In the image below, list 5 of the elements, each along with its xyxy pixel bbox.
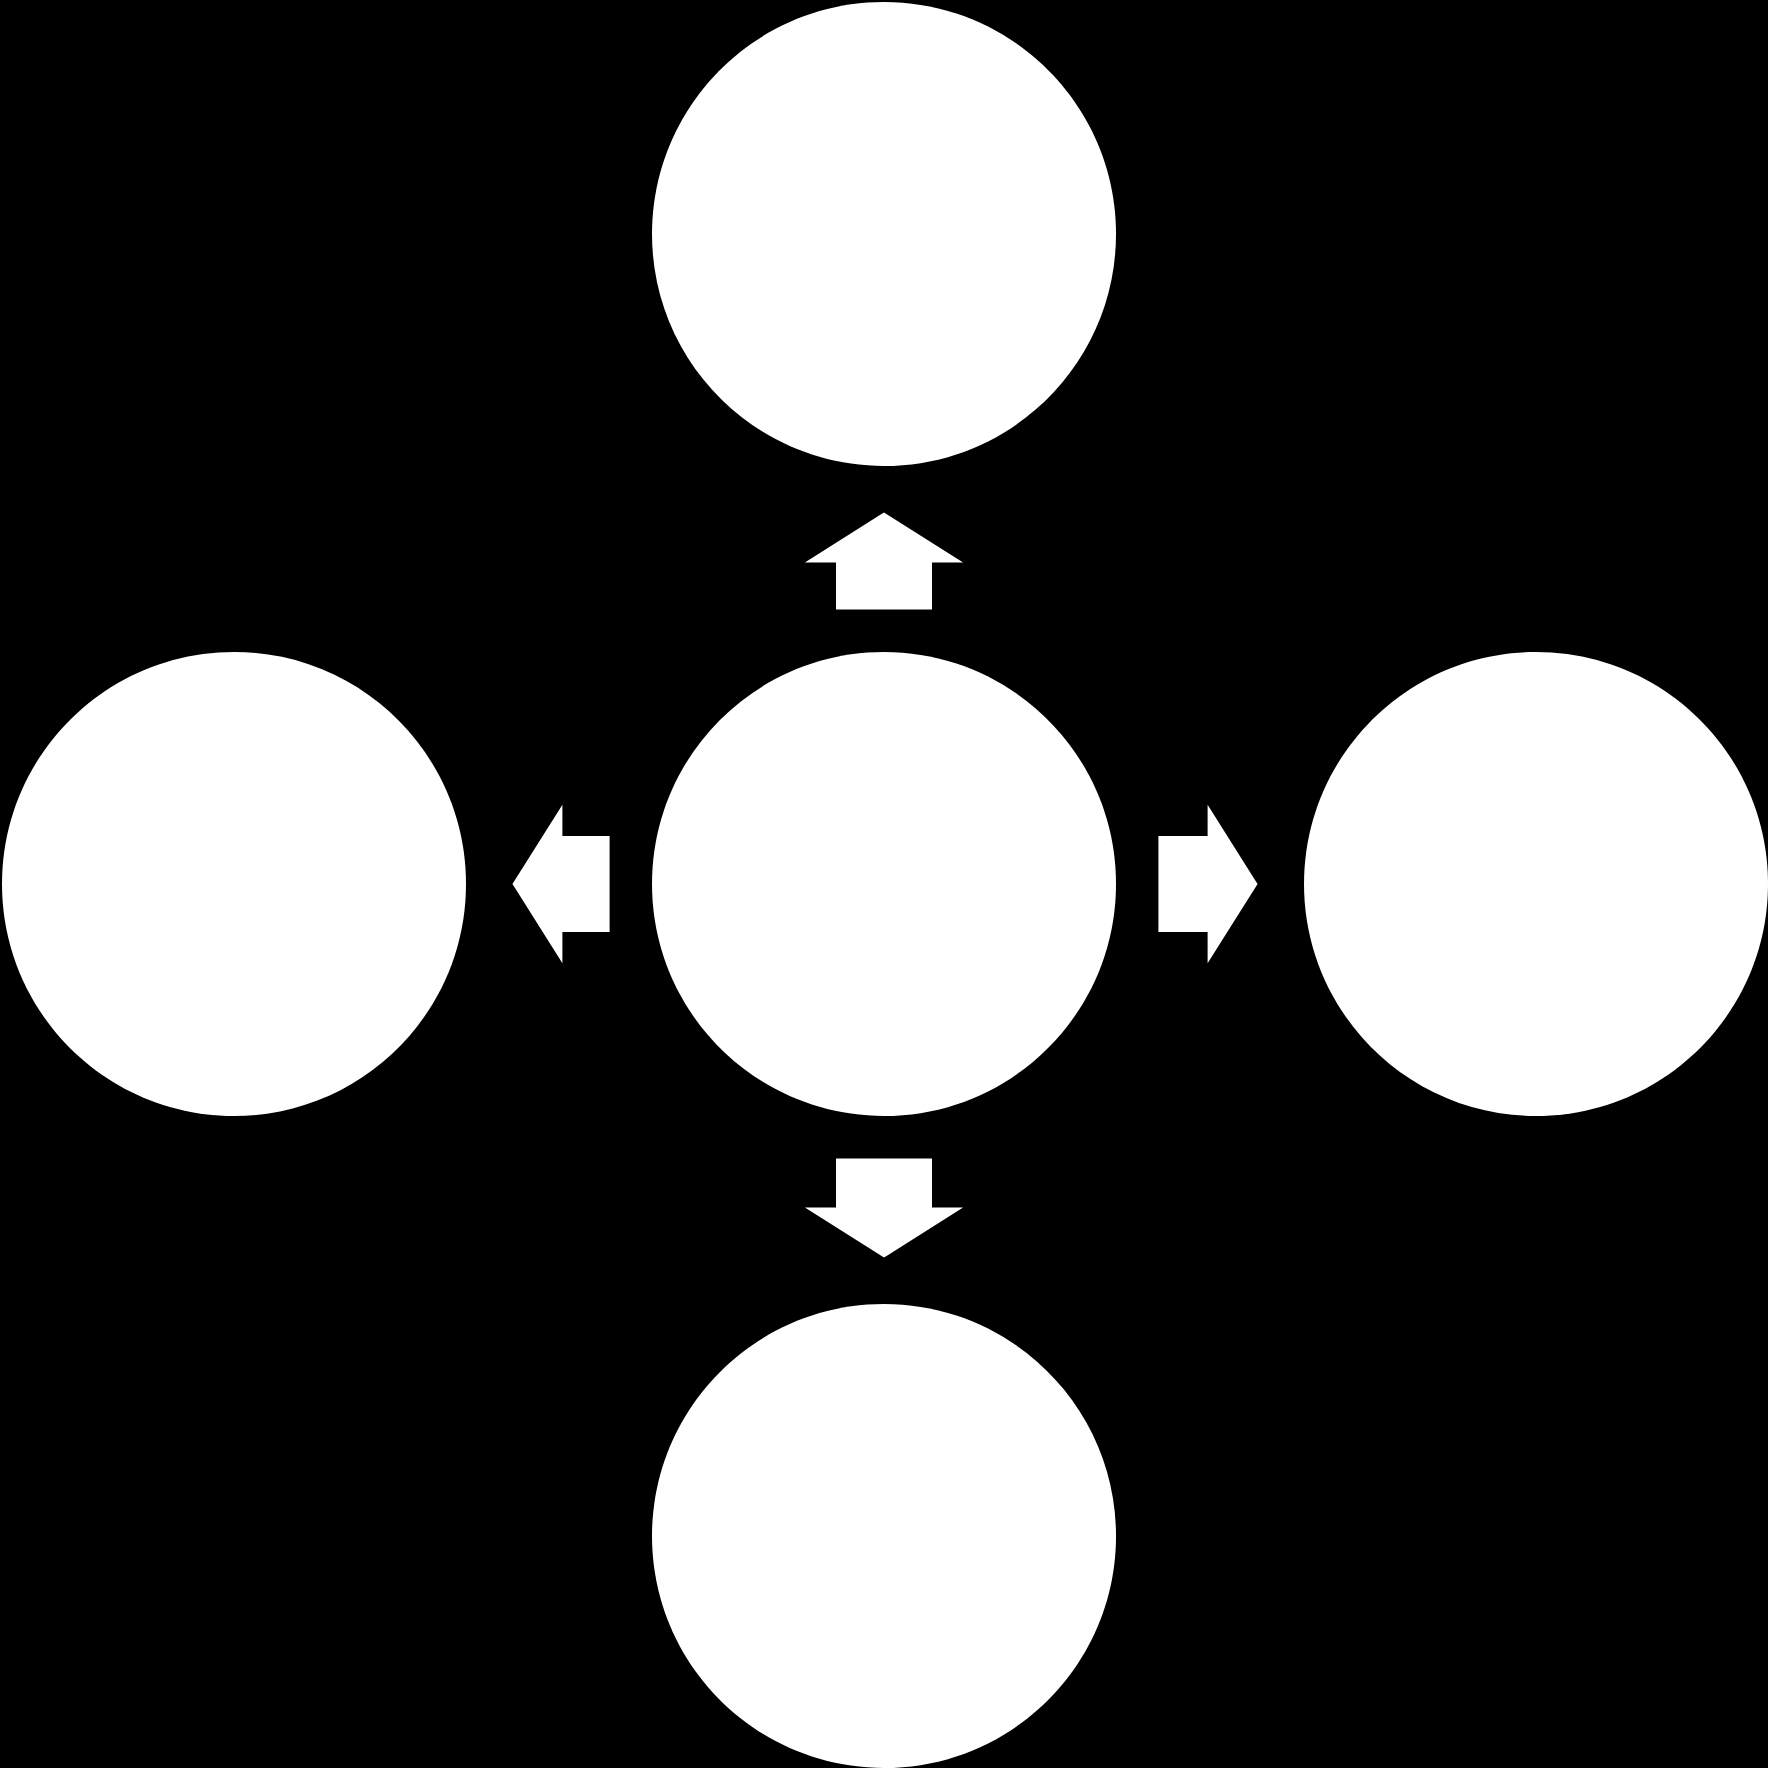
circle — [652, 652, 1116, 1116]
circle — [652, 1304, 1116, 1768]
circle — [2, 652, 466, 1116]
circle — [1304, 652, 1768, 1116]
circle — [652, 2, 1116, 466]
